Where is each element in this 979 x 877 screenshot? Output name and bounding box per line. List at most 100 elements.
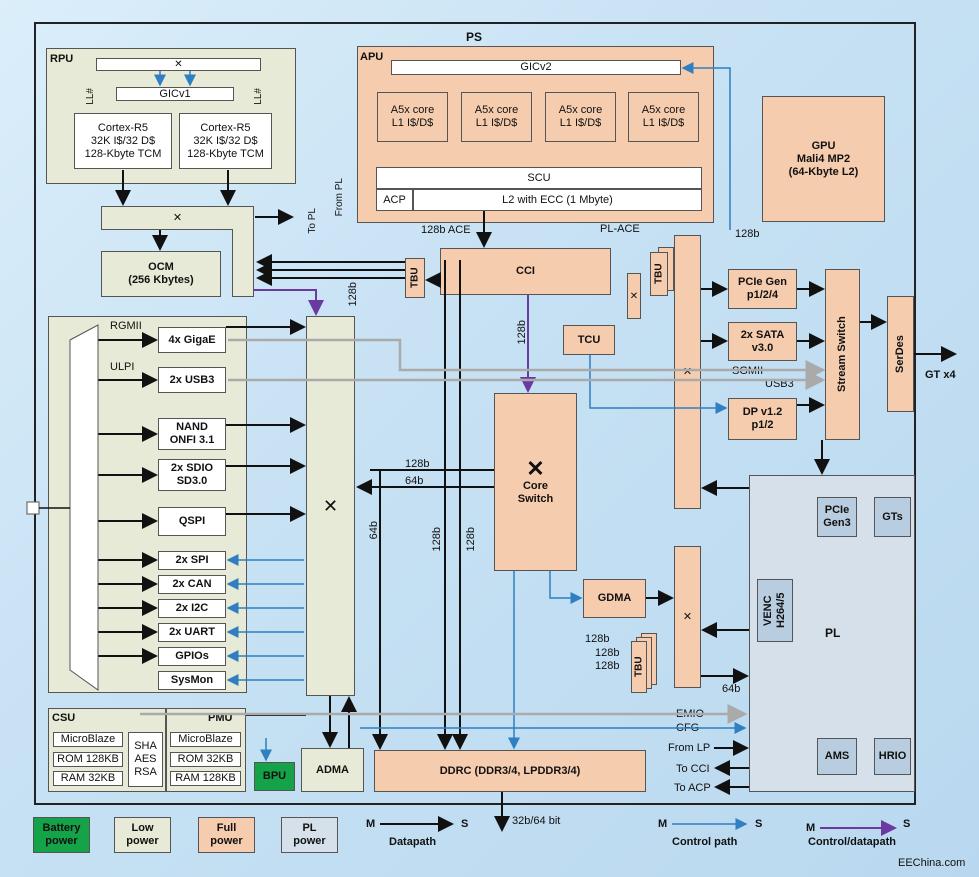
periph-sysmon: SysMon <box>158 671 226 690</box>
apu-acp: ACP <box>376 189 413 211</box>
periph-gpios: GPIOs <box>158 647 226 666</box>
legend-full: Full power <box>198 817 255 853</box>
pl-signal-to-acp: To ACP <box>674 782 711 794</box>
csu-title: CSU <box>52 712 76 724</box>
stream-switch-block: Stream Switch <box>825 269 860 440</box>
rpu-ll-label-left: LL# <box>85 88 96 105</box>
pl-venc: VENC H264/5 <box>757 579 793 642</box>
legend-ctrldata-m: M <box>806 822 816 834</box>
pl-ams: AMS <box>817 738 857 775</box>
bus-128b-ocm: 128b <box>347 282 359 307</box>
bus-64b-vertical: 64b <box>368 521 380 540</box>
tcu-switch: ✕ <box>627 273 641 319</box>
cci-block: CCI <box>440 248 611 295</box>
legend-arrows <box>380 816 897 836</box>
gdma-block: GDMA <box>583 579 646 618</box>
bus-128b-tbu-3: 128b <box>595 660 620 672</box>
pmu-title: PMU <box>208 712 233 724</box>
bus-128b-vertical-2: 128b <box>465 527 477 552</box>
rpu-ll-label-right: LL# <box>253 88 264 105</box>
legend-control-label: Control path <box>672 836 738 848</box>
gt-x4-label: GT x4 <box>925 369 956 381</box>
pl-signal-cfg: CFG <box>676 722 700 734</box>
legend-ctrldata-s: S <box>903 818 911 830</box>
io-interconnect: ✕ <box>306 316 355 696</box>
bus-64b-core: 64b <box>405 475 424 487</box>
tbu-bottom: TBU <box>631 641 647 693</box>
tbu-cci-right: TBU <box>650 252 668 296</box>
bus-128b-tbu-2: 128b <box>595 647 620 659</box>
tcu-block: TCU <box>563 325 615 355</box>
csu-item-2: ROM 128KB <box>53 752 123 767</box>
apu-core-4: A5x core L1 I$/D$ <box>628 92 699 142</box>
csu-item-3: RAM 32KB <box>53 771 123 786</box>
ocm-block: OCM (256 Kbytes) <box>101 251 221 297</box>
periph-can: 2x CAN <box>158 575 226 594</box>
core-switch-icon: ✕ <box>526 456 545 481</box>
pl-interconnect-top: ✕ <box>674 235 701 509</box>
adma-block: ADMA <box>301 748 364 792</box>
legend-datapath-s: S <box>461 818 469 830</box>
rgmii-label: RGMII <box>110 320 142 332</box>
bus-128b-cci: 128b <box>516 320 528 345</box>
legend-datapath-label: Datapath <box>389 836 437 848</box>
ps-label: PS <box>466 30 483 44</box>
periph-nand: NAND ONFI 3.1 <box>158 418 226 450</box>
sgmii-label: SGMII <box>732 365 764 377</box>
legend-datapath-m: M <box>366 818 376 830</box>
pl-title: PL <box>825 626 841 640</box>
apu-core-1: A5x core L1 I$/D$ <box>377 92 448 142</box>
rpu-gic: GICv1 <box>116 87 234 101</box>
watermark: EEChina.com <box>898 857 966 869</box>
from-pl-label: From PL <box>334 178 345 217</box>
to-pl-label: To PL <box>307 208 318 234</box>
usb3-label: USB3 <box>765 378 794 390</box>
pl-pcie3: PCIe Gen3 <box>817 497 857 537</box>
tbu-cci-left: TBU <box>405 258 425 298</box>
pl-signal-from-lp: From LP <box>668 742 711 754</box>
ddr-out-label: 32b/64 bit <box>512 815 561 827</box>
pmu-item-2: ROM 32KB <box>170 752 241 767</box>
core-switch-label: Core Switch <box>517 480 554 505</box>
periph-gigae: 4x GigaE <box>158 327 226 353</box>
pl-signal-emio: EMIO <box>676 708 705 720</box>
apu-core-2: A5x core L1 I$/D$ <box>461 92 532 142</box>
dp-block: DP v1.2 p1/2 <box>728 398 797 440</box>
periph-sdio: 2x SDIO SD3.0 <box>158 459 226 491</box>
legend-ctrldata-label: Control/datapath <box>808 836 896 848</box>
apu-gic: GICv2 <box>391 60 681 75</box>
ps-frame <box>34 22 916 805</box>
legend-pl: PL power <box>281 817 338 853</box>
bus-64b-pl: 64b <box>722 683 741 695</box>
rpu-interconnect-stem <box>232 229 254 297</box>
pl-hrio: HRIO <box>874 738 911 775</box>
apu-l2: L2 with ECC (1 Mbyte) <box>413 189 702 211</box>
pmu-item-3: RAM 128KB <box>170 771 241 786</box>
rpu-core-2: Cortex-R5 32K I$/32 D$ 128-Kbyte TCM <box>179 113 272 169</box>
rpu-switch-bar: ✕ <box>96 58 261 71</box>
apu-title: APU <box>360 51 384 63</box>
csu-crypto: SHA AES RSA <box>128 732 163 787</box>
pl-gts: GTs <box>874 497 911 537</box>
mio-label: MIO <box>76 496 88 517</box>
periph-uart: 2x UART <box>158 623 226 642</box>
periph-usb3: 2x USB3 <box>158 367 226 393</box>
bus-128b-vertical-1: 128b <box>431 527 443 552</box>
legend-control-m: M <box>658 818 668 830</box>
ddrc-block: DDRC (DDR3/4, LPDDR3/4) <box>374 750 646 792</box>
legend-battery: Battery power <box>33 817 90 853</box>
pcie-gen-block: PCIe Gen p1/2/4 <box>728 269 797 309</box>
core-switch: ✕ Core Switch <box>494 393 577 571</box>
periph-spi: 2x SPI <box>158 551 226 570</box>
periph-qspi: QSPI <box>158 507 226 536</box>
rpu-core-1: Cortex-R5 32K I$/32 D$ 128-Kbyte TCM <box>74 113 172 169</box>
bus-place-label: PL-ACE <box>600 223 640 235</box>
bpu-block: BPU <box>254 762 295 791</box>
apu-core-3: A5x core L1 I$/D$ <box>545 92 616 142</box>
rpu-interconnect: ✕ <box>101 206 254 230</box>
pl-interconnect-bottom: ✕ <box>674 546 701 688</box>
bus-128b-tbu-1: 128b <box>585 633 610 645</box>
bus-128b-gpu: 128b <box>735 228 760 240</box>
rpu-title: RPU <box>50 53 74 65</box>
